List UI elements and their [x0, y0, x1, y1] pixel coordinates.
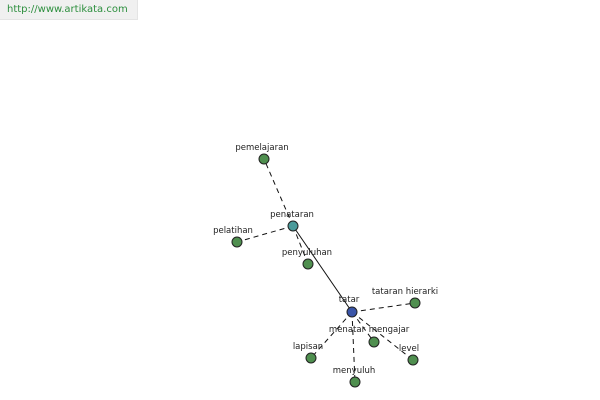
node-circle-penataran[interactable]: [287, 220, 299, 232]
node-label-level[interactable]: level: [399, 344, 419, 354]
node-label-mengajar[interactable]: mengajar: [369, 325, 410, 335]
node-pemelajaran[interactable]: pemelajaran: [235, 143, 289, 165]
node-tatar[interactable]: tatar: [339, 295, 360, 318]
node-lapisan[interactable]: lapisan: [293, 342, 323, 364]
node-circle-level[interactable]: [407, 354, 419, 366]
edge-penataran-penyuluhan: [292, 225, 309, 265]
node-menatar[interactable]: menatar: [329, 325, 366, 335]
node-circle-tatar[interactable]: [346, 306, 358, 318]
node-circle-pemelajaran[interactable]: [258, 153, 270, 165]
edge-penataran-pemelajaran: [263, 158, 294, 227]
node-mengajar[interactable]: mengajar: [368, 325, 410, 348]
node-circle-menyuluh[interactable]: [349, 376, 361, 388]
edge-layer: [236, 158, 416, 383]
node-layer: tatar penataran pemelajaran pelatihan penyul…: [213, 143, 438, 388]
node-circle-mengajar[interactable]: [368, 336, 380, 348]
node-label-tataran-hierarki[interactable]: tataran hierarki: [372, 287, 438, 297]
node-label-tatar[interactable]: tatar: [339, 295, 360, 305]
edge-penataran-pelatihan: [236, 225, 294, 243]
edge-tatar-menyuluh: [351, 311, 356, 383]
node-label-lapisan[interactable]: lapisan: [293, 342, 323, 352]
edge-tatar-level: [351, 311, 414, 361]
node-label-pemelajaran[interactable]: pemelajaran: [235, 143, 288, 153]
node-circle-lapisan[interactable]: [305, 352, 317, 364]
node-label-penataran[interactable]: penataran: [270, 210, 314, 220]
node-circle-tataran-hierarki[interactable]: [409, 297, 421, 309]
node-label-menatar[interactable]: menatar: [329, 325, 366, 335]
node-penyuluhan[interactable]: penyuluhan: [282, 248, 332, 270]
node-circle-penyuluhan[interactable]: [302, 258, 314, 270]
edge-tatar-mengajar: [351, 311, 375, 343]
node-circle-pelatihan[interactable]: [231, 236, 243, 248]
node-tataran-hierarki[interactable]: tataran hierarki: [372, 287, 438, 309]
node-label-pelatihan[interactable]: pelatihan: [213, 226, 253, 236]
node-menyuluh[interactable]: menyuluh: [333, 366, 375, 388]
node-penataran[interactable]: penataran: [270, 210, 314, 232]
node-label-penyuluhan[interactable]: penyuluhan: [282, 248, 332, 258]
watermark-bar: http://www.artikata.com: [0, 0, 138, 20]
edge-penataran-tatar: [292, 225, 353, 313]
edge-tatar-tataran-hierarki: [351, 302, 416, 313]
node-label-menyuluh[interactable]: menyuluh: [333, 366, 375, 376]
node-pelatihan[interactable]: pelatihan: [213, 226, 253, 248]
node-level[interactable]: level: [399, 344, 419, 366]
watermark-url[interactable]: http://www.artikata.com: [7, 4, 128, 15]
edge-tatar-lapisan: [310, 311, 353, 359]
